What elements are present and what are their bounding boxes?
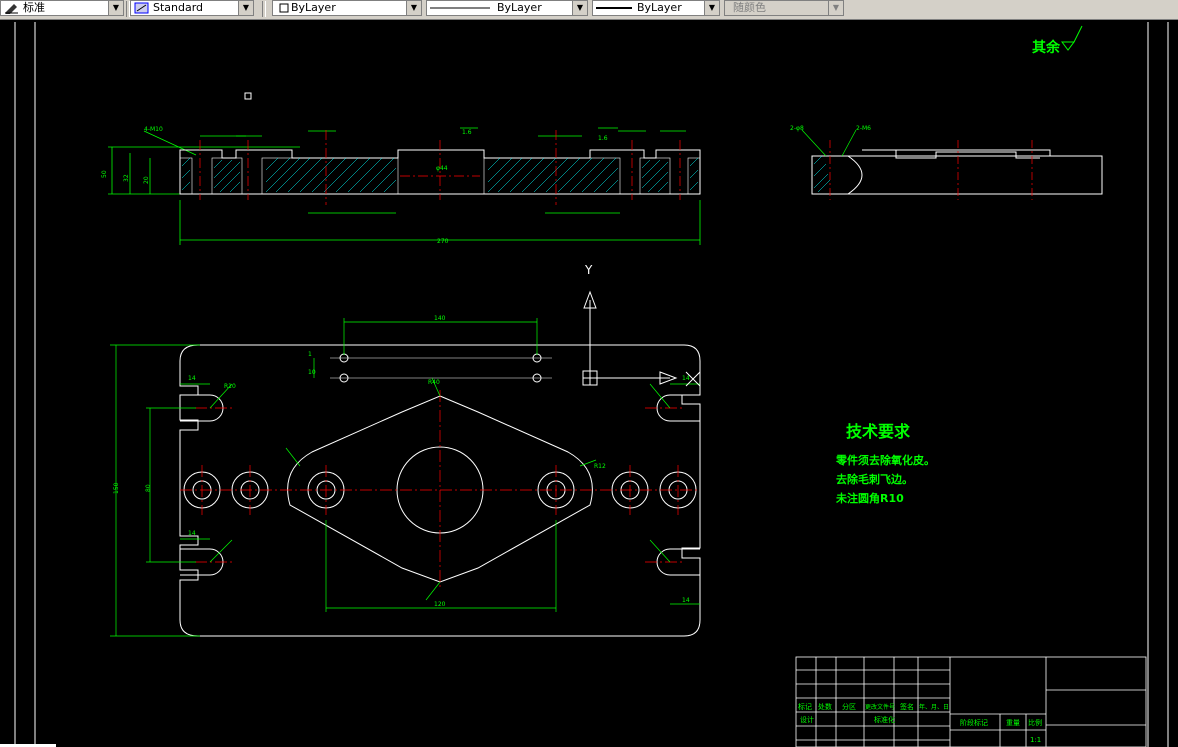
text-style-icon — [5, 4, 18, 14]
tech-line-1: 零件须去除氧化皮。 — [835, 453, 935, 467]
dim-height-32: 32 — [123, 174, 130, 182]
roughness-value: 1.6 — [462, 129, 472, 136]
dim-style-icon — [134, 2, 149, 14]
tb-header-doc: 更改文件号 — [865, 703, 895, 711]
dim-height-20: 20 — [143, 176, 150, 184]
dim-plan-14c: 14 — [682, 375, 690, 382]
tb-header-zone: 分区 — [842, 702, 856, 711]
dim-height-50: 50 — [101, 170, 108, 178]
dim-total-length: 270 — [437, 238, 449, 245]
tech-line-3: 未注圆角R10 — [835, 491, 904, 505]
dim-center-phi: φ44 — [436, 165, 448, 172]
tb-weight: 重量 — [1006, 719, 1020, 727]
layer-value: ByLayer — [291, 1, 336, 14]
dim-plan-120: 120 — [434, 601, 446, 608]
command-line-edge — [0, 744, 56, 747]
tb-design: 设计 — [800, 715, 814, 724]
color-swatch-icon — [279, 3, 289, 13]
roughness-value-2: 1.6 — [598, 135, 608, 142]
section-view: 270 4-M10 50 32 20 φ44 1.6 1.6 — [101, 126, 701, 245]
tb-header-date: 年、月、日 — [919, 703, 949, 711]
dim-style-combo[interactable]: Standard ▼ — [130, 0, 254, 16]
tb-standard: 标准化 — [874, 715, 895, 724]
layer-combo[interactable]: ByLayer ▼ — [272, 0, 422, 16]
chevron-down-icon[interactable]: ▼ — [238, 1, 253, 15]
dim-vert-80: 80 — [145, 484, 152, 492]
text-style-value: 标准 — [23, 1, 45, 14]
dim-style-value: Standard — [153, 1, 204, 14]
dim-plan-140: 140 — [434, 315, 446, 322]
ucs-icon — [582, 290, 701, 387]
tech-title: 技术要求 — [846, 422, 911, 441]
dim-plan-10: 10 — [308, 369, 316, 376]
tb-header-count: 处数 — [818, 702, 832, 711]
drawing-border — [14, 22, 1169, 747]
linetype-sample-icon — [430, 7, 490, 9]
lineweight-value: ByLayer — [637, 1, 682, 14]
tb-scale-label: 比例 — [1028, 718, 1042, 727]
dim-vert-150: 150 — [113, 482, 120, 494]
dim-plan-14b: 14 — [188, 530, 196, 537]
side-view: 2-φ8 2-M6 — [790, 125, 1103, 200]
pick-box — [244, 92, 252, 100]
tb-header-mark: 标记 — [798, 702, 812, 711]
dim-r10: R10 — [224, 383, 236, 390]
linetype-combo[interactable]: ByLayer ▼ — [426, 0, 588, 16]
chevron-down-icon[interactable]: ▼ — [828, 1, 843, 15]
tech-requirements: 技术要求 零件须去除氧化皮。 去除毛刺飞边。 未注圆角R10 — [835, 422, 935, 505]
toolbar-divider — [262, 1, 266, 17]
drawing-canvas[interactable]: 其余 — [0, 19, 1178, 747]
tb-scale: 1:1 — [1030, 736, 1041, 744]
side-label-a: 2-φ8 — [790, 125, 804, 132]
roughness-symbol-icon — [1061, 25, 1083, 51]
chevron-down-icon[interactable]: ▼ — [572, 1, 587, 15]
plot-style-value: 随颜色 — [733, 1, 766, 14]
ucs-y-label: Y — [584, 263, 593, 277]
properties-toolbar: 标准 ▼ Standard ▼ ByLayer ▼ ByLayer ▼ ByLa… — [0, 0, 1178, 20]
dim-plan-14a: 14 — [188, 375, 196, 382]
toolbar-divider — [126, 1, 130, 17]
lineweight-combo[interactable]: ByLayer ▼ — [592, 0, 720, 16]
tech-line-2: 去除毛刺飞边。 — [836, 472, 913, 486]
title-block: 标记 处数 分区 更改文件号 签名 年、月、日 设计 标准化 阶段标记 重量 比… — [795, 656, 1147, 747]
plot-style-combo[interactable]: 随颜色 ▼ — [724, 0, 844, 16]
dim-left-hole: 4-M10 — [144, 126, 163, 133]
dim-r40: R40 — [428, 379, 440, 386]
tb-stage-mark: 阶段标记 — [960, 718, 988, 727]
linetype-value: ByLayer — [497, 1, 542, 14]
chevron-down-icon[interactable]: ▼ — [406, 1, 421, 15]
tb-header-sign: 签名 — [900, 702, 914, 711]
chevron-down-icon[interactable]: ▼ — [704, 1, 719, 15]
side-label-b: 2-M6 — [856, 125, 871, 132]
chevron-down-icon[interactable]: ▼ — [108, 1, 123, 15]
dim-r12: R12 — [594, 463, 606, 470]
dim-plan-1: 1 — [308, 351, 312, 358]
lineweight-sample-icon — [596, 7, 632, 9]
plan-view: 140 120 150 80 14 14 14 14 10 1 R10 R40 … — [110, 263, 701, 637]
roughness-note: 其余 — [1032, 39, 1061, 56]
dim-plan-14d: 14 — [682, 597, 690, 604]
text-style-combo[interactable]: 标准 ▼ — [0, 0, 124, 16]
